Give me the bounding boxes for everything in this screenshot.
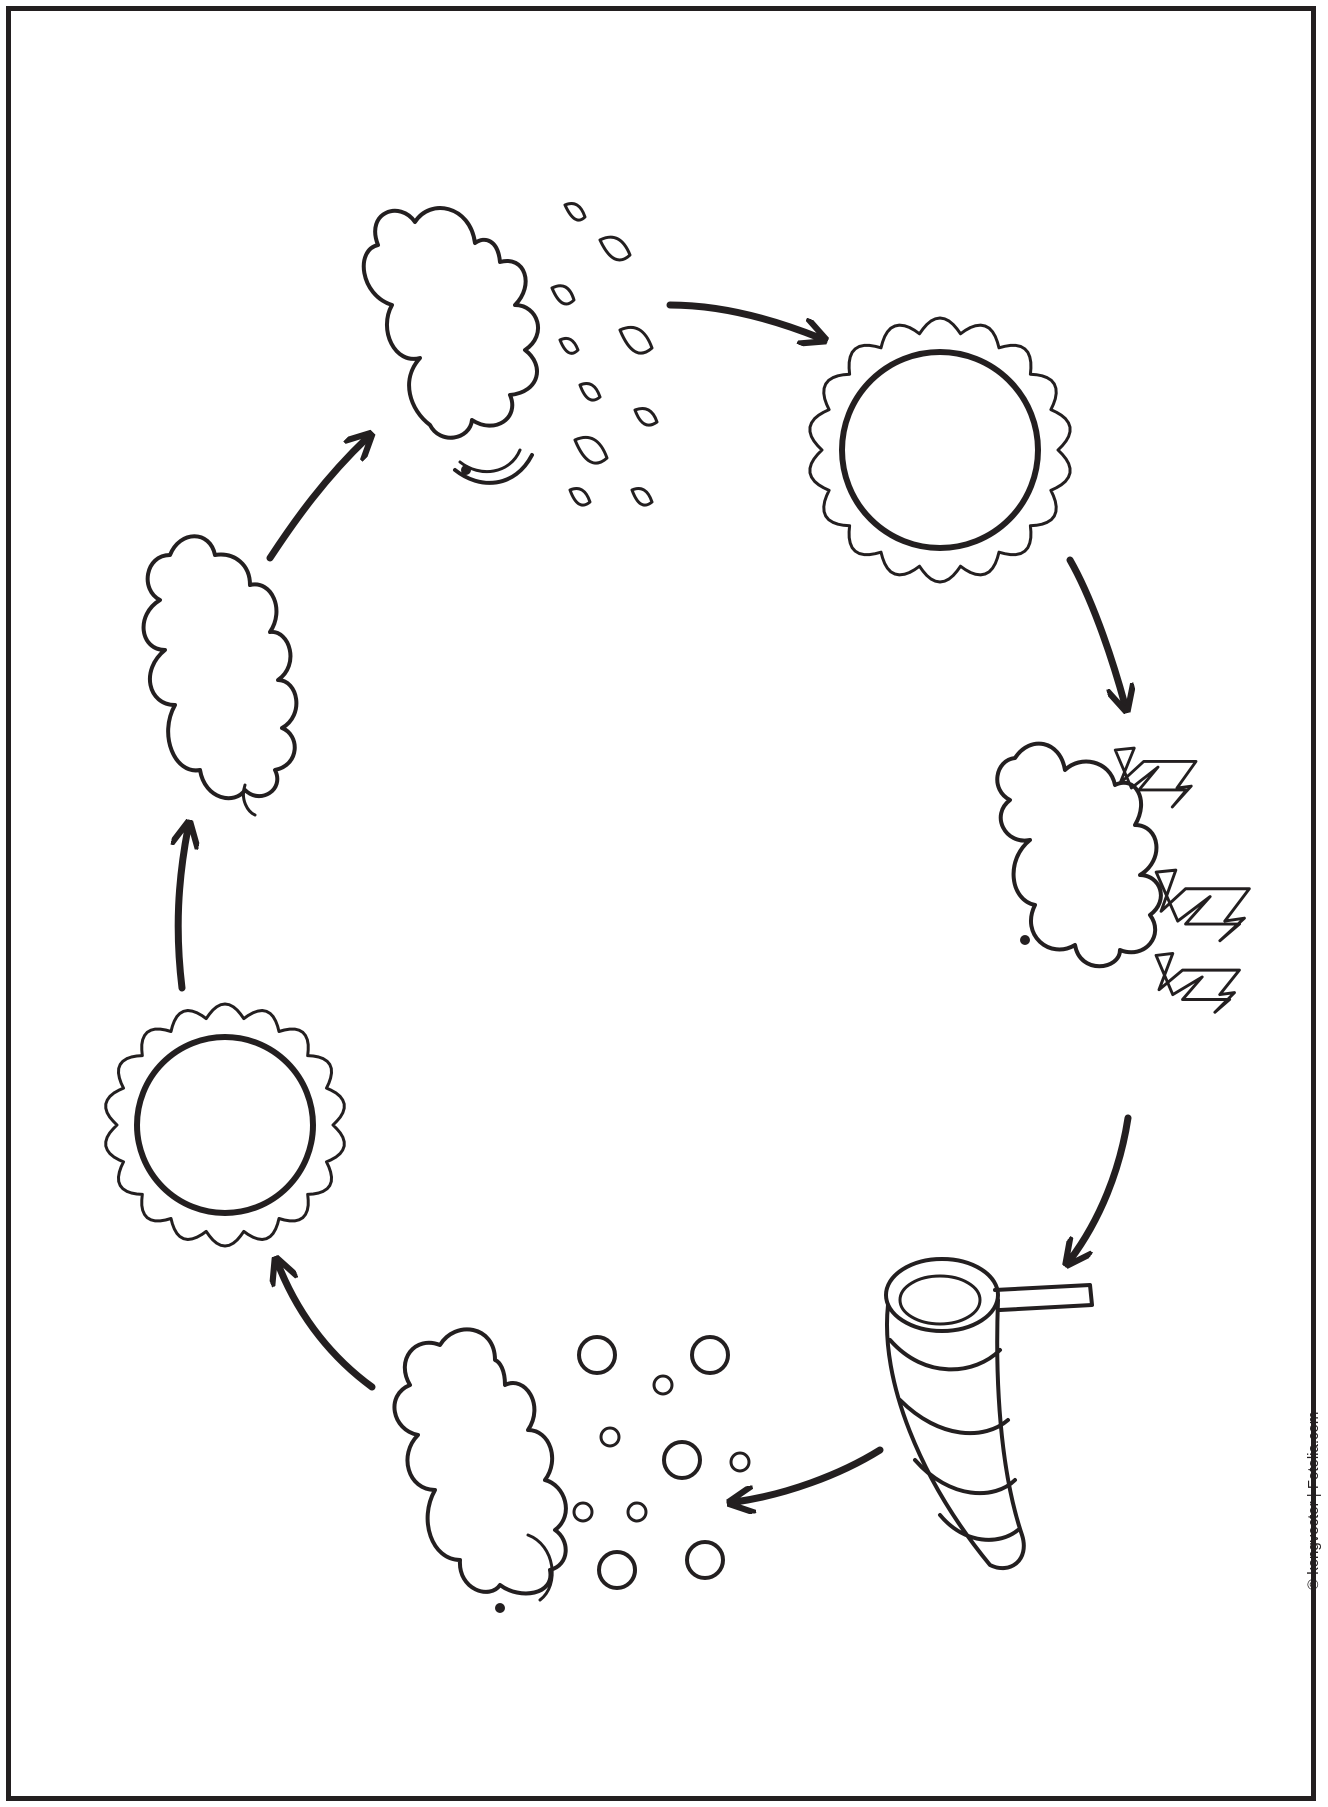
- rain-cloud-icon: [361, 202, 659, 507]
- sun-icon: [808, 316, 1072, 584]
- windsock-icon: [884, 1257, 1094, 1571]
- lightning-cloud-icon: [995, 741, 1251, 1014]
- raindrop-icon: [550, 202, 659, 507]
- arrow-windsock-to-hail: [735, 1446, 884, 1502]
- cycle-arrows: [178, 301, 1132, 1502]
- arrow-storm-to-windsock: [1070, 1114, 1132, 1260]
- arrow-cloud-to-rain: [266, 438, 367, 562]
- hailstone-icon: [572, 1335, 751, 1590]
- lightning-bolt-icon: [1113, 746, 1251, 1014]
- arrow-sun-to-cloud: [178, 828, 188, 992]
- cloud-icon: [141, 534, 299, 817]
- page-border: [6, 6, 1316, 1801]
- sun-icon: [104, 1002, 346, 1248]
- copyright-credit: © kongvector | Fotolia.com: [1305, 1411, 1322, 1590]
- arrow-rain-to-sun: [666, 301, 820, 338]
- hail-cloud-icon: [392, 1327, 751, 1613]
- arrow-hail-to-sun: [278, 1264, 376, 1391]
- arrow-sun-to-storm: [1066, 556, 1125, 705]
